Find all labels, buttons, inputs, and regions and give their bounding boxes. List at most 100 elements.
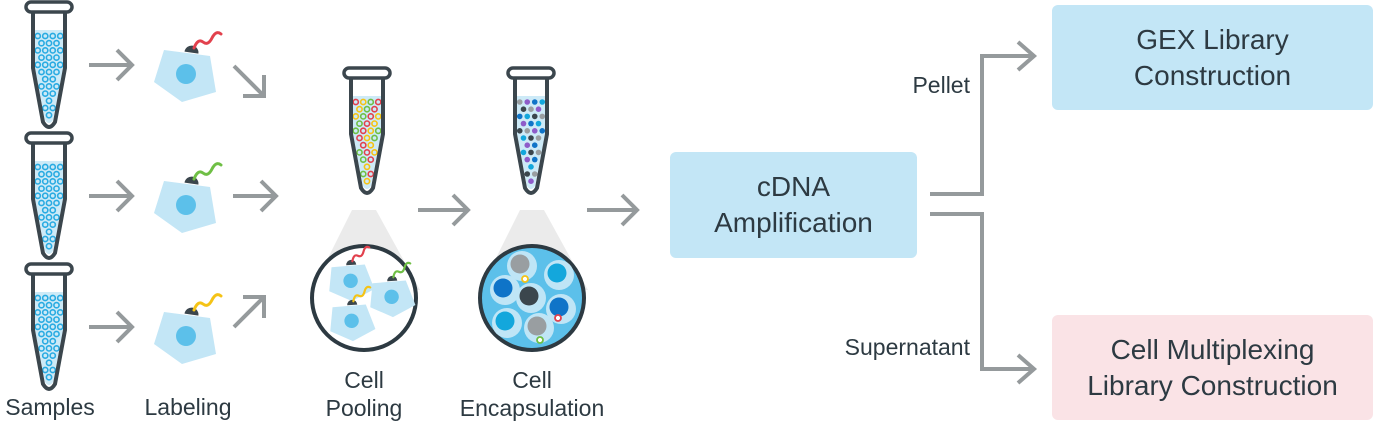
tube-liquid [517,96,545,189]
bead [38,330,45,338]
bead [53,185,60,192]
gem-bead [531,156,538,163]
bead [41,206,49,214]
gem-bead [516,113,523,120]
cell-antibody-head [346,259,357,266]
bead [45,170,53,178]
pooled-bead [352,127,360,135]
bead [38,170,45,178]
label-labeling: Labeling [144,394,232,420]
cdna-line2: Amplification [714,207,873,238]
tube-body [513,78,549,195]
bead [45,344,53,352]
bead [56,32,64,40]
bead [56,323,64,331]
bead [53,68,60,76]
gem-bead [520,106,527,112]
gem-bead [528,106,534,112]
gem-bead [535,120,542,127]
gem-bead [528,178,534,184]
bead [45,199,53,207]
droplet-tag-bead [554,314,562,322]
bead [49,75,57,83]
bead [45,39,53,47]
bead [49,192,57,200]
bead [41,323,49,331]
cell-tag-#6fbf45 [192,162,223,181]
cell-tag-#f5c316 [192,293,223,312]
pooled-bead [352,113,360,120]
pooling-tube [342,66,392,195]
bead [49,337,57,345]
gem-bead [535,106,542,112]
box-cdna-amplification: cDNA Amplification [670,152,917,258]
cell-antibody-head [184,307,199,316]
encapsulation-tube-group [478,66,588,352]
gem-bead [520,135,527,141]
bead [38,185,45,192]
bead [38,344,45,352]
cdna-line1: cDNA [756,171,831,202]
bead [41,32,49,40]
bead [34,61,42,69]
pooled-bead [359,127,367,135]
gex-line1: GEX Library [1136,23,1289,55]
pooled-bead [359,113,367,120]
gem-bead [539,99,546,105]
labeled-cell-green [154,162,223,233]
bead [49,32,57,40]
pooled-bead [359,98,367,106]
label-supernatant: Supernatant [844,334,970,360]
tube-body [349,78,385,195]
arrow-samples-to-labeling-2 [89,179,135,213]
pooled-bead [359,156,367,163]
gem-bead [531,113,538,120]
bead [53,330,60,338]
bead [38,301,45,309]
pooled-bead [359,170,367,178]
pooled-bead [363,105,371,113]
gem-bead [524,142,531,148]
bead [41,221,49,228]
pooled-bead [356,148,363,156]
tube-liquid [35,161,63,254]
bead [56,47,64,54]
arrow-samples-to-labeling-1 [89,48,135,82]
cell-nucleus [343,273,358,289]
label-pellet: Pellet [912,72,970,98]
gem-bead [531,128,538,134]
tube-body [31,143,67,260]
bead [45,373,53,381]
bead [45,83,53,90]
arrow-samples-to-labeling-3 [89,310,135,344]
bead [49,323,57,331]
tube-liquid [35,30,63,123]
cell-antibody-head [184,176,199,185]
gem-bead [524,128,531,134]
pooled-bead [371,134,378,142]
gem-bead [524,113,531,120]
bead [49,47,57,54]
connector-supernatant [930,212,1038,385]
bead [45,97,53,105]
gem-bead [528,135,534,141]
bead [41,177,49,185]
bead [34,308,42,316]
gem-bead [528,149,534,156]
cell-antibody-head [387,275,398,282]
droplet-cell [510,254,530,274]
bead [34,323,42,331]
tube-body [31,12,67,129]
tube-cap [506,66,556,80]
tube-cap [24,262,74,276]
gem-bead [520,149,527,156]
bead [49,352,57,359]
bead [38,54,45,61]
pooled-bead [359,141,367,149]
bead [34,177,42,185]
cell-tag-#e2414d [351,245,371,263]
label-pooling-line2: Pooling [325,395,403,421]
bead [34,294,42,302]
